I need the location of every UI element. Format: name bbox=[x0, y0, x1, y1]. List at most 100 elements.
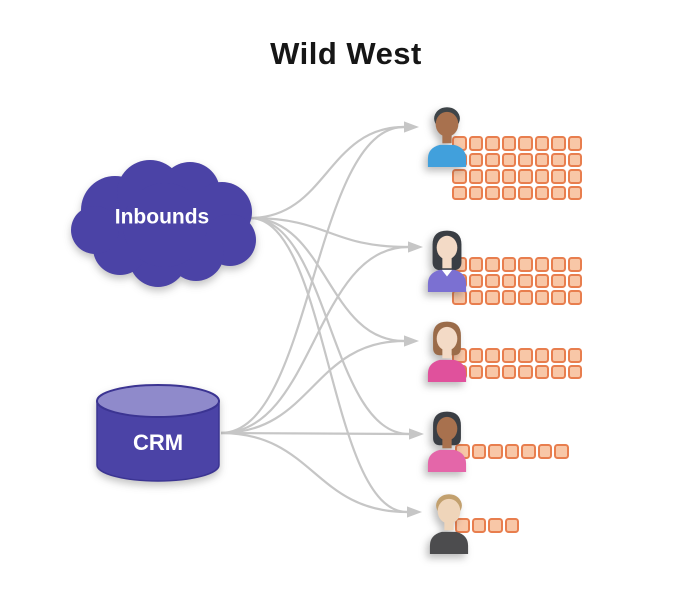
arrow-path bbox=[220, 339, 405, 435]
brick-grid bbox=[455, 444, 569, 459]
brick-cell bbox=[534, 348, 549, 363]
brick-cell bbox=[551, 169, 566, 184]
arrow-path bbox=[249, 216, 410, 436]
brick-cell bbox=[504, 444, 519, 459]
crm-cylinder: CRM bbox=[96, 384, 220, 482]
brick-cell bbox=[551, 152, 566, 167]
brick-cell bbox=[485, 348, 500, 363]
brick-cell bbox=[518, 169, 533, 184]
brick-cell bbox=[518, 152, 533, 167]
brick-cell bbox=[468, 273, 483, 288]
brick-cell bbox=[551, 185, 566, 200]
brick-cell bbox=[468, 257, 483, 272]
brick-cell bbox=[501, 348, 516, 363]
brick-cell bbox=[567, 169, 582, 184]
inbounds-cloud: Inbounds bbox=[71, 160, 256, 287]
arrow-path bbox=[249, 216, 409, 249]
cloud-icon bbox=[71, 160, 256, 287]
brick-cell bbox=[551, 136, 566, 151]
brick-cell bbox=[554, 444, 569, 459]
arrow-path bbox=[220, 431, 408, 514]
brick-cell bbox=[534, 257, 549, 272]
brick-cell bbox=[485, 364, 500, 379]
brick-cell bbox=[501, 152, 516, 167]
brick-cell bbox=[504, 518, 519, 533]
brick-grid bbox=[452, 257, 582, 305]
brick-cell bbox=[518, 257, 533, 272]
brick-cell bbox=[485, 169, 500, 184]
brick-cell bbox=[567, 348, 582, 363]
brick-cell bbox=[567, 273, 582, 288]
brick-cell bbox=[468, 348, 483, 363]
brick-cell bbox=[452, 290, 467, 305]
diagram-title: Wild West bbox=[270, 36, 422, 71]
avatar-shirt bbox=[427, 449, 467, 472]
arrowhead-icon bbox=[409, 428, 424, 440]
brick-cell bbox=[501, 364, 516, 379]
brick-cell bbox=[485, 273, 500, 288]
brick-cell bbox=[468, 136, 483, 151]
brick-cell bbox=[567, 136, 582, 151]
avatar-neck bbox=[442, 346, 452, 359]
brick-cell bbox=[534, 290, 549, 305]
person-avatar-icon bbox=[427, 230, 467, 292]
brick-cell bbox=[534, 185, 549, 200]
brick-cell bbox=[567, 364, 582, 379]
brick-cell bbox=[501, 136, 516, 151]
brick-cell bbox=[468, 290, 483, 305]
brick-cell bbox=[488, 518, 503, 533]
avatar-shirt bbox=[427, 269, 467, 292]
brick-cell bbox=[534, 136, 549, 151]
arrowhead-icon bbox=[404, 121, 419, 133]
brick-cell bbox=[567, 152, 582, 167]
arrowhead-icon bbox=[404, 335, 419, 347]
brick-cell bbox=[551, 348, 566, 363]
avatar-neck bbox=[442, 131, 452, 144]
arrow-path bbox=[220, 245, 409, 435]
brick-grid bbox=[455, 518, 519, 533]
brick-cell bbox=[551, 257, 566, 272]
brick-cell bbox=[534, 273, 549, 288]
brick-cell bbox=[518, 136, 533, 151]
brick-cell bbox=[518, 185, 533, 200]
brick-cell bbox=[452, 185, 467, 200]
brick-cell bbox=[485, 152, 500, 167]
avatar-shirt bbox=[427, 144, 467, 167]
person-avatar-icon bbox=[427, 321, 467, 382]
brick-cell bbox=[501, 290, 516, 305]
brick-cell bbox=[471, 518, 486, 533]
brick-cell bbox=[468, 364, 483, 379]
avatar-shirt bbox=[429, 531, 469, 554]
brick-cell bbox=[501, 257, 516, 272]
brick-cell bbox=[468, 169, 483, 184]
person-avatar-icon bbox=[427, 107, 467, 167]
brick-cell bbox=[534, 152, 549, 167]
avatar-neck bbox=[442, 436, 452, 449]
arrow-path bbox=[220, 431, 410, 436]
brick-cell bbox=[567, 290, 582, 305]
brick-cell bbox=[567, 257, 582, 272]
brick-cell bbox=[468, 152, 483, 167]
inbounds-label: Inbounds bbox=[115, 206, 209, 229]
crm-label: CRM bbox=[133, 430, 183, 455]
brick-cell bbox=[567, 185, 582, 200]
brick-cell bbox=[455, 518, 470, 533]
brick-cell bbox=[551, 364, 566, 379]
brick-grid bbox=[452, 348, 582, 379]
arrow-path bbox=[249, 216, 405, 343]
brick-cell bbox=[468, 185, 483, 200]
brick-cell bbox=[551, 273, 566, 288]
brick-cell bbox=[501, 273, 516, 288]
brick-cell bbox=[485, 136, 500, 151]
brick-cell bbox=[551, 290, 566, 305]
person-avatar-icon bbox=[427, 411, 467, 472]
arrowhead-icon bbox=[408, 241, 423, 253]
brick-cell bbox=[452, 169, 467, 184]
brick-cell bbox=[537, 444, 552, 459]
brick-cell bbox=[485, 185, 500, 200]
database-icon bbox=[96, 384, 220, 482]
brick-cell bbox=[501, 169, 516, 184]
brick-grid bbox=[452, 136, 582, 200]
